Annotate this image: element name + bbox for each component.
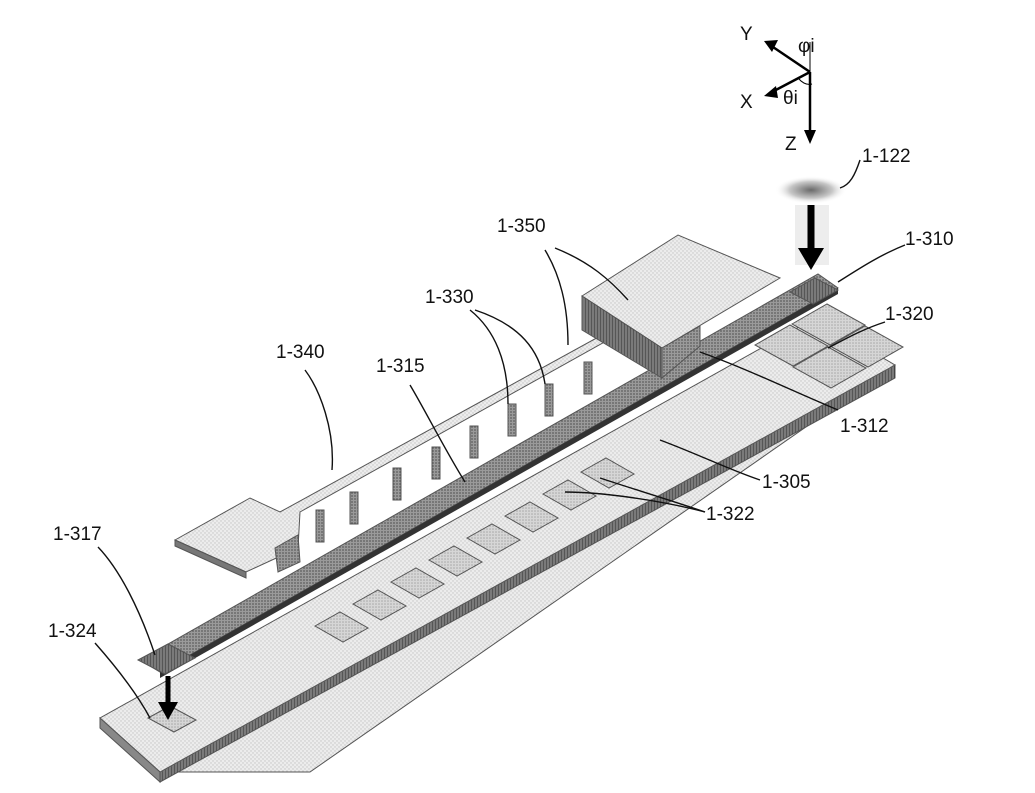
leader-cover-slab [305,370,332,470]
label-input-coupler: 1-310 [905,229,954,250]
label-substrate: 1-305 [762,472,811,493]
pillar [432,447,440,479]
pillar [584,362,592,394]
leader-input-coupler [838,245,905,282]
label-source: 1-122 [862,146,911,167]
label-waveguide: 1-315 [376,356,425,377]
label-output-detector: 1-324 [48,621,97,642]
label-waveguide-taper: 1-312 [840,416,889,437]
label-output-coupler: 1-317 [53,524,102,545]
pillar [545,384,553,416]
axis-z-label: Z [785,134,797,155]
light-source [775,176,847,270]
leader-block-a [545,250,568,345]
label-cover-slab: 1-340 [276,342,325,363]
axis-x-label: X [740,92,753,113]
label-sample-wells: 1-322 [706,504,755,525]
label-beam-blocks: 1-350 [497,216,546,237]
leader-output-coupler [98,547,155,655]
phi-angle-label: φi [798,36,815,57]
axis-y-label: Y [740,24,753,45]
pillar [393,468,401,500]
coordinate-axes: Y X Z φi θi [740,24,816,155]
pillar [350,492,358,524]
pillar [316,510,324,542]
label-pillars: 1-330 [425,287,474,308]
theta-angle-label: θi [783,88,798,109]
pillar [508,404,516,436]
pillar [470,426,478,458]
label-detector-array: 1-320 [885,304,934,325]
